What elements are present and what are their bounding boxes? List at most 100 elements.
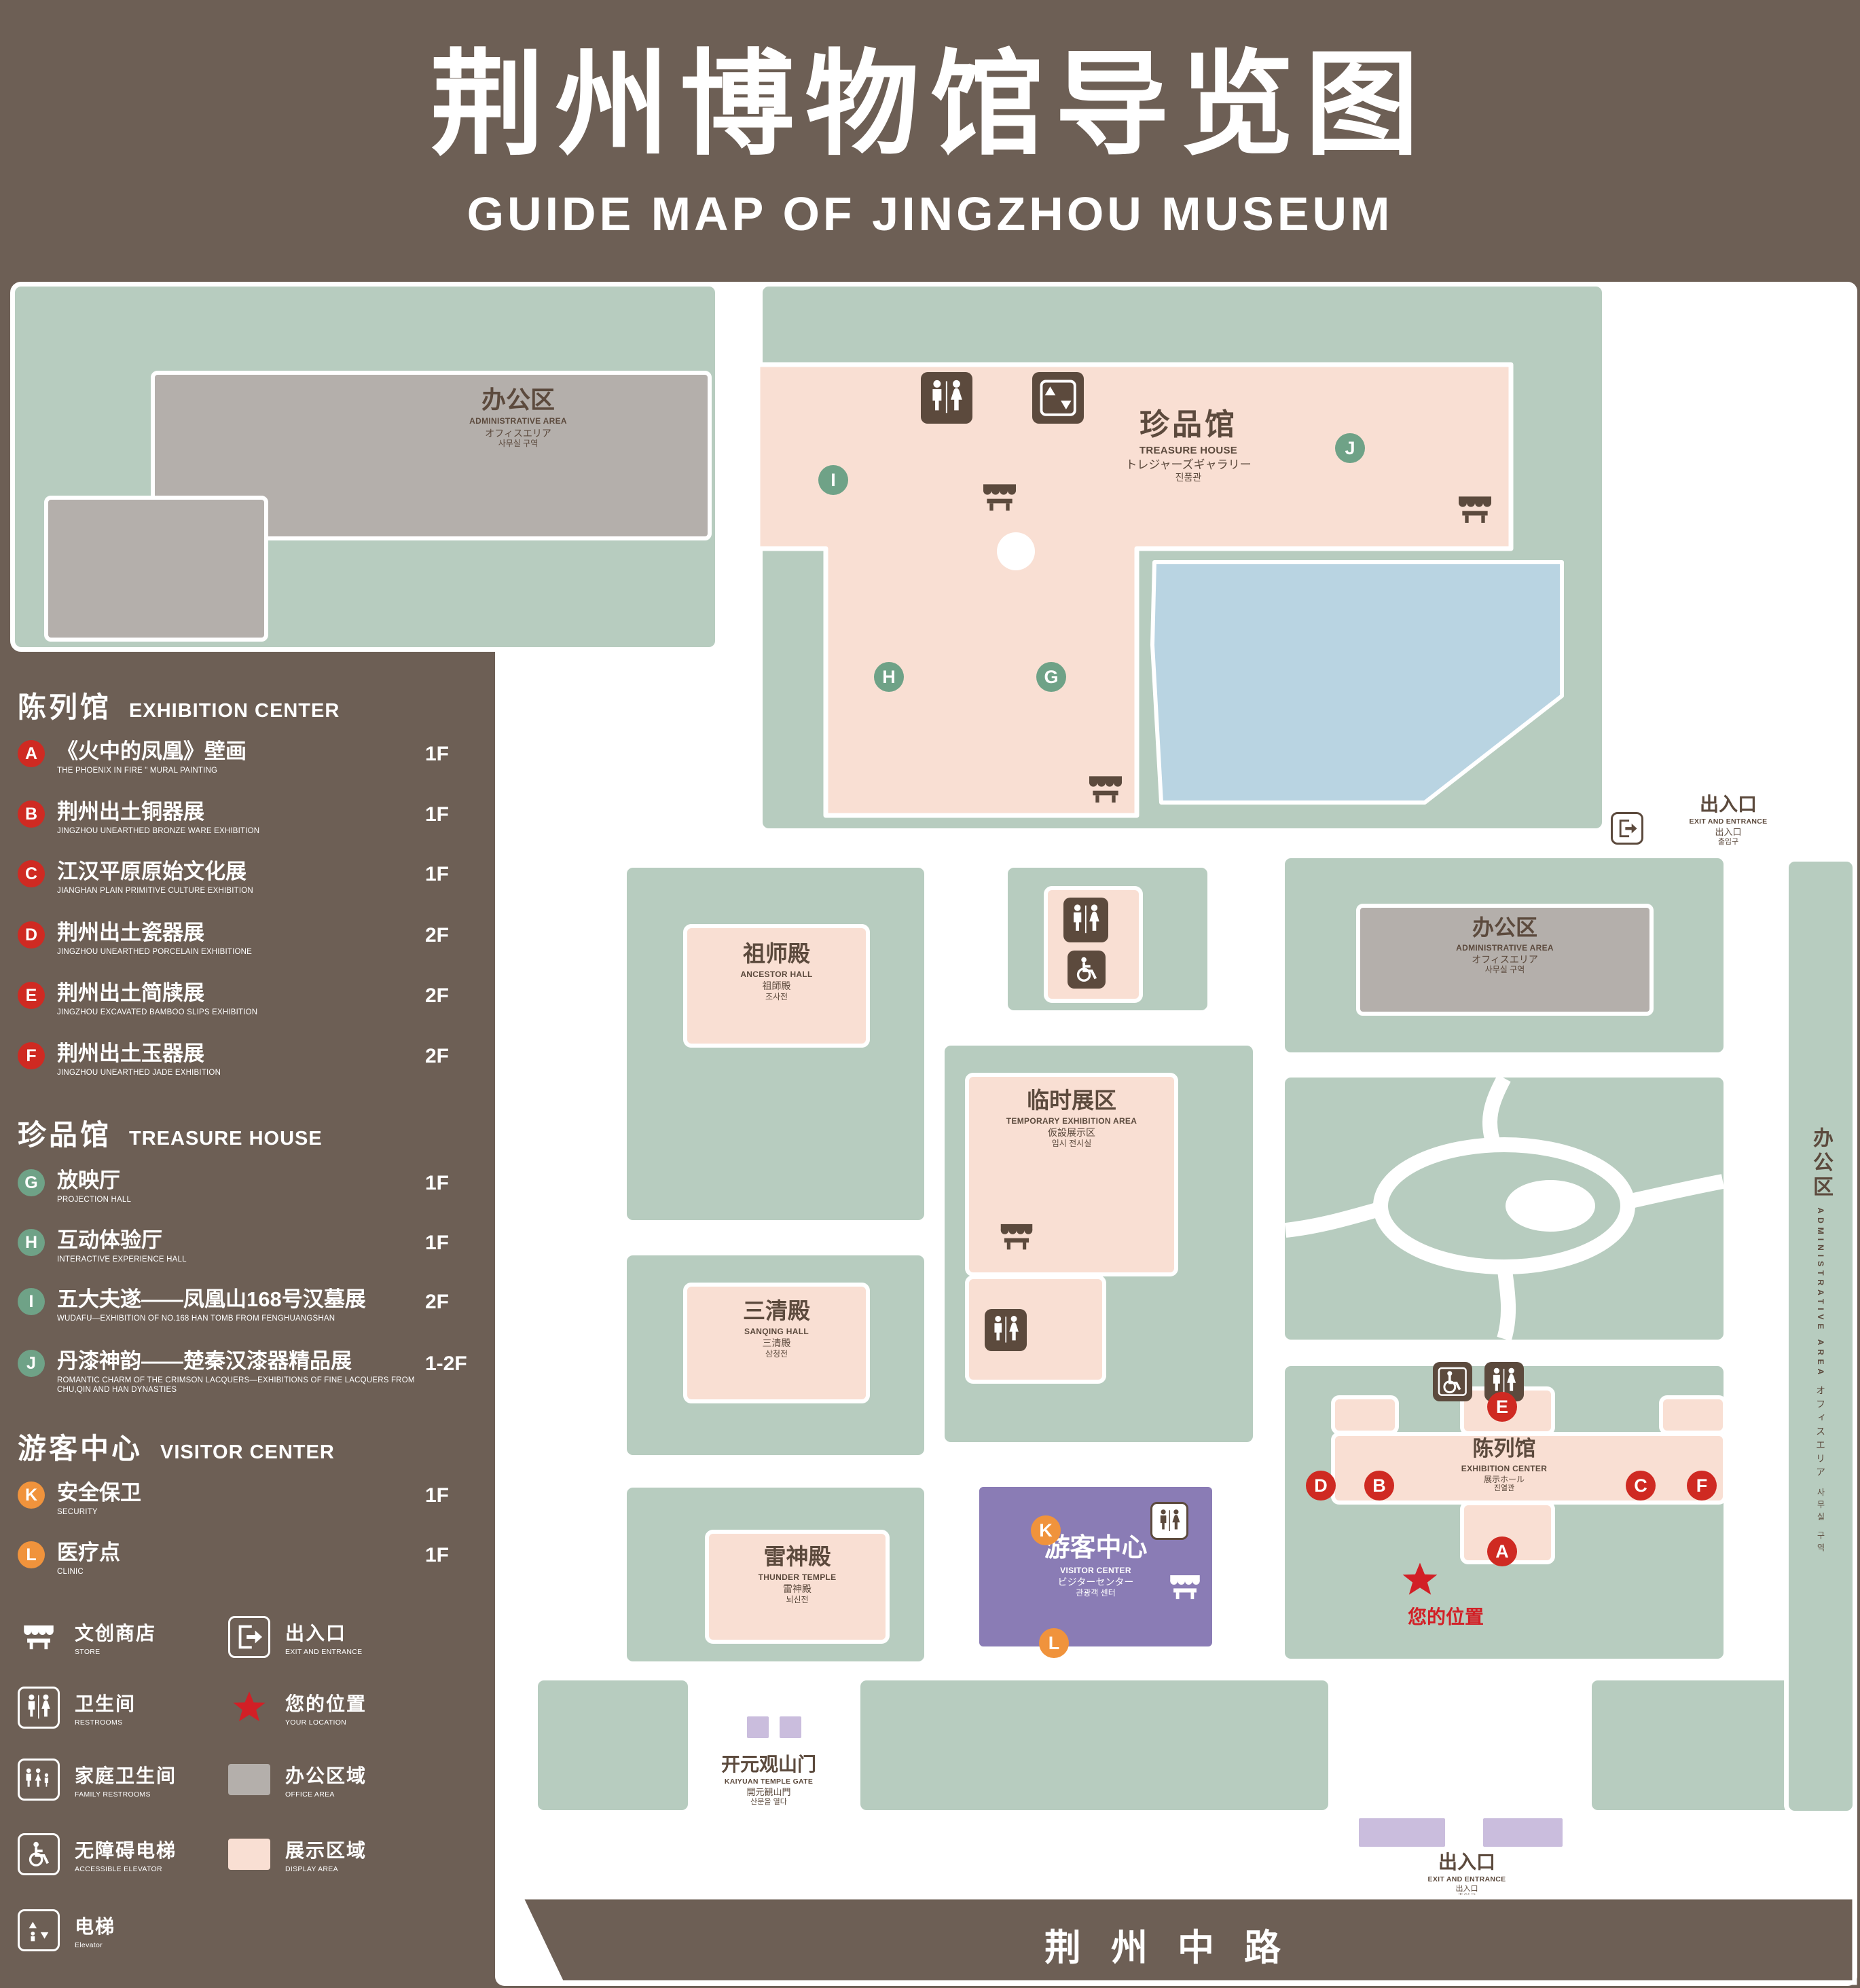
visitor-center-label: 游客中心 VISITOR CENTER ビジターセンター 관광객 센터 <box>989 1533 1203 1598</box>
legend-item-floor: 1F <box>425 743 450 765</box>
legend-item-floor: 2F <box>425 924 450 946</box>
exit-right-label: 出入口 EXIT AND ENTRANCE 出入口 출입구 <box>1650 793 1806 847</box>
legend-item-floor: 1F <box>425 1484 450 1507</box>
exhibition-center-label: 陈列馆 EXHIBITION CENTER 展示ホール 진열관 <box>1406 1437 1603 1493</box>
legend-symbol-display-area: 展示区域 DISPLAY AREA <box>228 1833 367 1875</box>
gate-pillar <box>744 1714 771 1741</box>
admin-strip-label-wrap: 办公区 ADMINISTRATIVE AREA オフィスエリア 사무실 구역 <box>1784 1018 1857 1663</box>
legend-symbol-zh: 出入口 <box>285 1622 347 1644</box>
legend-symbol-en: EXIT AND ENTRANCE <box>285 1647 363 1656</box>
legend-item-text: 五大夫遂——凤凰山168号汉墓展 WUDAFU—EXHIBITION OF NO… <box>57 1287 425 1323</box>
exhibition-center-zh: 陈列馆 <box>1472 1437 1536 1460</box>
store-icon <box>1165 1567 1205 1606</box>
legend-item-text: 荆州出土简牍展 JINGZHOU EXCAVATED BAMBOO SLIPS … <box>57 982 425 1017</box>
store-icon <box>1453 487 1497 531</box>
legend-item-floor: 1-2F <box>425 1352 467 1375</box>
exit-right-en: EXIT AND ENTRANCE <box>1689 817 1768 826</box>
gate-label: 开元观山门 KAIYUAN TEMPLE GATE 開元観山門 산문을 열다 <box>694 1753 843 1807</box>
area-south-strip-right <box>1587 1676 1816 1815</box>
legend-item-text: 放映厅 PROJECTION HALL <box>57 1169 425 1204</box>
exit-bottom-en: EXIT AND ENTRANCE <box>1427 1875 1506 1884</box>
gate-en: KAIYUAN TEMPLE GATE <box>724 1778 814 1786</box>
legend-symbol-en: OFFICE AREA <box>285 1790 335 1799</box>
exit-bottom-zh: 出入口 <box>1438 1852 1495 1873</box>
legend-marker-c: C <box>18 860 45 887</box>
legend-item-zh: 互动体验厅 <box>57 1228 162 1252</box>
your-location-label: 您的位置 <box>1407 1606 1484 1627</box>
gate-ko: 산문을 열다 <box>750 1797 787 1806</box>
legend-symbol-elevator: 电梯 Elevator <box>18 1909 115 1951</box>
sanqing-hall-ja: 三清殿 <box>762 1338 791 1349</box>
admin-strip-zh: 办公区 <box>1810 1126 1832 1200</box>
accessible-restroom-icon <box>1068 951 1106 989</box>
road <box>517 1894 1857 1985</box>
building-sanqing-hall <box>683 1283 870 1403</box>
temporary-exhibition-zh: 临时展区 <box>1027 1088 1116 1113</box>
restroom-icon <box>985 1309 1027 1351</box>
legend-item-h: H 互动体验厅 INTERACTIVE EXPERIENCE HALL 1F <box>18 1229 493 1264</box>
legend-symbol-store: 文创商店 STORE <box>18 1616 156 1658</box>
legend-item-f: F 荆州出土玉器展 JINGZHOU UNEARTHED JADE EXHIBI… <box>18 1042 493 1078</box>
map-marker-e: E <box>1487 1392 1517 1422</box>
legend-marker-h: H <box>18 1229 45 1256</box>
legend-marker-d: D <box>18 921 45 949</box>
legend-marker-k: K <box>18 1481 45 1509</box>
building-exhibition-wing-right <box>1659 1395 1727 1435</box>
ancestor-hall-zh: 祖师殿 <box>743 941 810 966</box>
temporary-exhibition-ja: 仮設展示区 <box>1048 1127 1095 1139</box>
sanqing-hall-zh: 三清殿 <box>743 1298 810 1323</box>
store-icon <box>996 1215 1038 1257</box>
exit-right-ja: 出入口 <box>1715 827 1742 838</box>
round-plaza <box>997 532 1035 570</box>
family-restroom-icon <box>18 1759 60 1801</box>
legend-item-floor: 1F <box>425 1232 450 1254</box>
legend-symbol-your-location: 您的位置 YOUR LOCATION <box>228 1687 367 1729</box>
garden-paths <box>1284 1074 1725 1342</box>
legend-symbol-text: 出入口 EXIT AND ENTRANCE <box>285 1619 362 1656</box>
legend-item-zh: 荆州出土铜器展 <box>57 800 204 824</box>
restroom-icon <box>18 1687 60 1729</box>
legend-symbol-zh: 无障碍电梯 <box>75 1839 177 1861</box>
legend-item-text: 荆州出土玉器展 JINGZHOU UNEARTHED JADE EXHIBITI… <box>57 1042 425 1078</box>
gate-zh: 开元观山门 <box>721 1754 816 1775</box>
ancestor-hall-ko: 조사전 <box>765 991 788 1001</box>
thunder-temple-en: THUNDER TEMPLE <box>758 1572 837 1582</box>
legend-item-en: JINGZHOU UNEARTHED BRONZE WARE EXHIBITIO… <box>57 826 260 835</box>
legend-item-text: 荆州出土瓷器展 JINGZHOU UNEARTHED PORCELAIN EXH… <box>57 921 425 957</box>
map-marker-f: F <box>1687 1471 1717 1501</box>
legend-item-zh: 五大夫遂——凤凰山168号汉墓展 <box>57 1287 366 1311</box>
legend-symbol-text: 卫生间 RESTROOMS <box>75 1689 136 1727</box>
legend-symbol-restrooms: 卫生间 RESTROOMS <box>18 1687 136 1729</box>
legend-item-zh: 江汉平原原始文化展 <box>57 860 247 883</box>
legend-symbol-text: 无障碍电梯 ACCESSIBLE ELEVATOR <box>75 1836 177 1873</box>
legend-symbol-zh: 电梯 <box>75 1915 116 1937</box>
building-temporary-exhibition-upper <box>965 1073 1178 1276</box>
legend-symbol-text: 展示区域 DISPLAY AREA <box>285 1836 367 1873</box>
legend-item-a: A 《火中的凤凰》壁画 THE PHOENIX IN FIRE " MURAL … <box>18 740 493 775</box>
legend-section-exhibition-center: 陈列馆 EXHIBITION CENTER <box>18 684 340 726</box>
store-icon <box>978 475 1021 519</box>
legend-item-text: 丹漆神韵——楚秦汉漆器精品展 ROMANTIC CHARM OF THE CRI… <box>57 1350 425 1395</box>
temporary-exhibition-ko: 임시 전시실 <box>1051 1138 1092 1148</box>
legend-section-zh: 珍品馆 <box>18 1119 112 1151</box>
legend-item-e: E 荆州出土简牍展 JINGZHOU EXCAVATED BAMBOO SLIP… <box>18 982 493 1017</box>
legend-item-en: JINGZHOU UNEARTHED JADE EXHIBITION <box>57 1068 221 1077</box>
admin-strip-ko: 사무실 구역 <box>1816 1488 1825 1556</box>
legend-symbol-zh: 展示区域 <box>285 1839 367 1861</box>
sanqing-hall-label: 三清殿 SANQING HALL 三清殿 삼청전 <box>683 1298 870 1359</box>
sanqing-hall-ko: 삼청전 <box>765 1348 788 1359</box>
entrance-marker-bottom <box>1356 1816 1448 1849</box>
legend-symbol-zh: 您的位置 <box>285 1693 367 1714</box>
accessible-elevator-icon <box>18 1833 60 1875</box>
thunder-temple-label: 雷神殿 THUNDER TEMPLE 雷神殿 뇌신전 <box>705 1544 890 1604</box>
map-marker-l: L <box>1039 1628 1069 1658</box>
page-title: 荆州博物馆导览图 <box>430 41 1430 168</box>
sanqing-hall-en: SANQING HALL <box>744 1326 809 1336</box>
legend-item-floor: 1F <box>425 1544 450 1566</box>
legend-symbol-exit: 出入口 EXIT AND ENTRANCE <box>228 1616 362 1658</box>
legend-section-zh: 陈列馆 <box>18 691 112 723</box>
admin-right-label: 办公区 ADMINISTRATIVE AREA オフィスエリア 사무실 구역 <box>1369 915 1641 975</box>
legend-symbol-text: 电梯 Elevator <box>75 1912 115 1949</box>
legend-item-text: 《火中的凤凰》壁画 THE PHOENIX IN FIRE " MURAL PA… <box>57 740 425 775</box>
legend-symbol-zh: 家庭卫生间 <box>75 1765 177 1786</box>
